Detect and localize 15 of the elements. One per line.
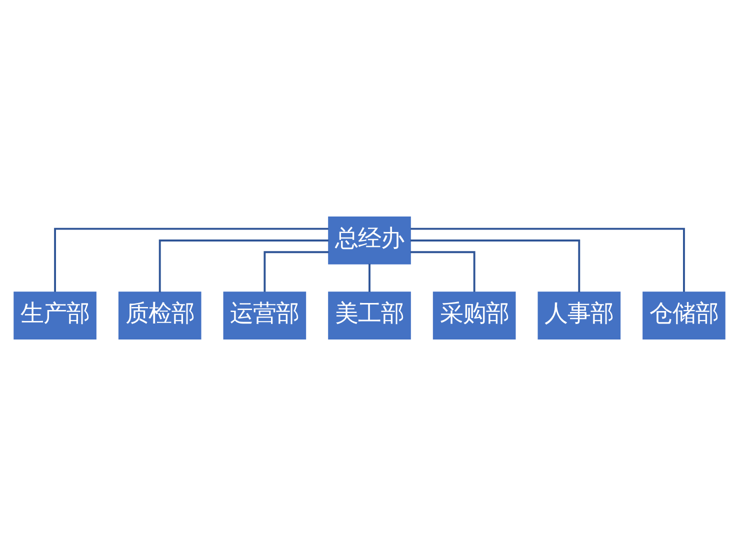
connector [368, 264, 370, 292]
connector [410, 228, 685, 292]
node-box: 总经办 [328, 216, 411, 264]
connector [410, 240, 580, 292]
node-box: 生产部 [14, 292, 96, 340]
node-box: 美工部 [328, 292, 411, 340]
node-box: 运营部 [223, 292, 306, 340]
connector [158, 240, 329, 292]
node-box: 仓储部 [642, 292, 726, 340]
connector [54, 228, 328, 292]
node-box: 质检部 [118, 292, 202, 340]
connector [410, 251, 476, 292]
node-box: 人事部 [538, 292, 621, 340]
connector [264, 251, 329, 292]
node-box: 采购部 [432, 292, 516, 340]
